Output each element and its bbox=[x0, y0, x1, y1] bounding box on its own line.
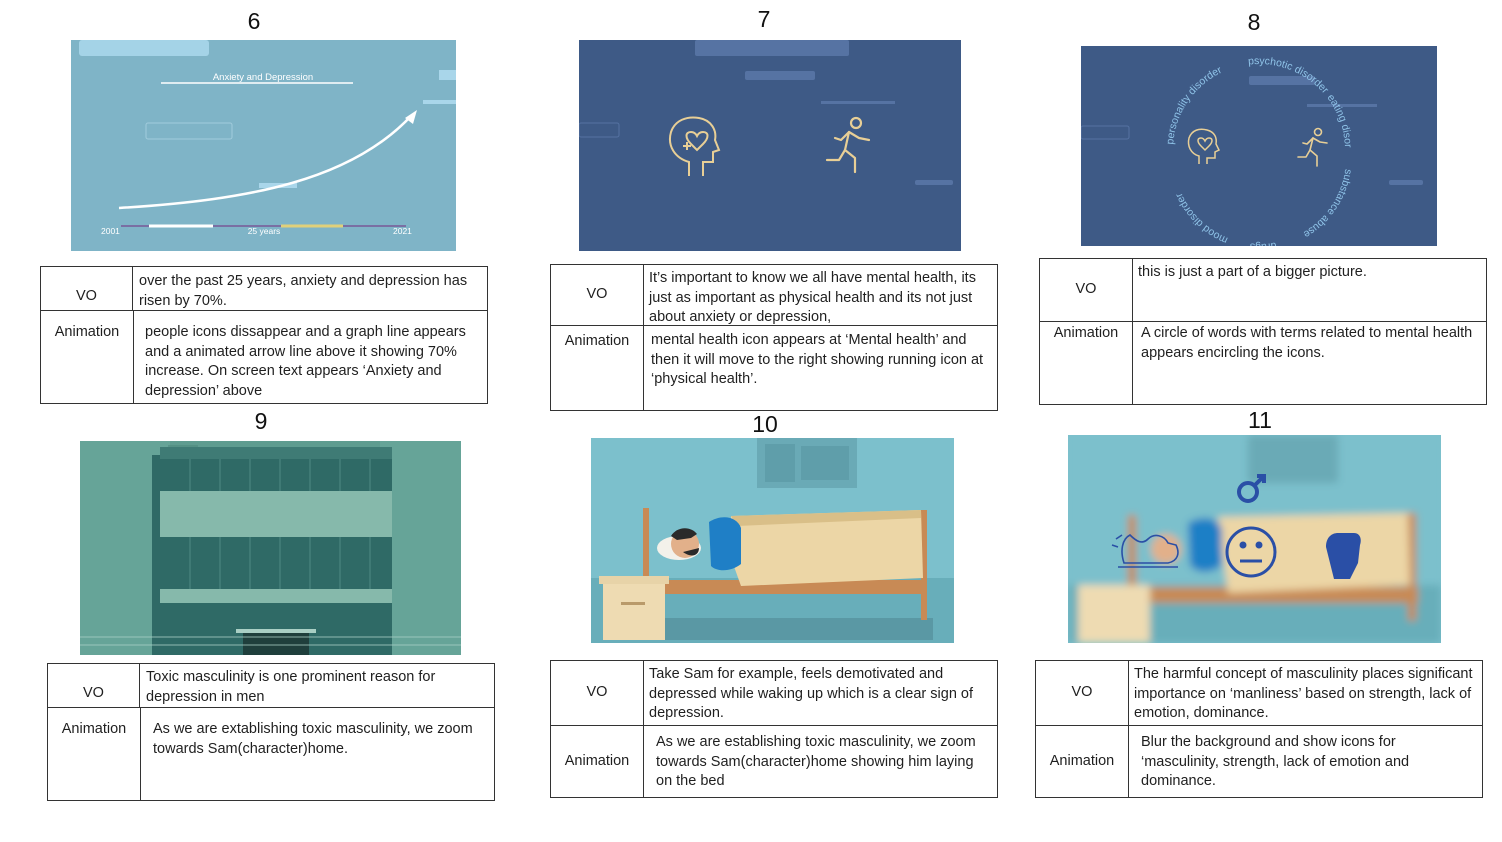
animation-label: Animation bbox=[41, 311, 134, 403]
frame-9-building bbox=[80, 441, 461, 655]
frame-11-icons bbox=[1068, 435, 1441, 643]
vo-label: VO bbox=[1036, 661, 1129, 725]
script-table-7: VO It’s important to know we all have me… bbox=[550, 264, 998, 411]
vo-text: The harmful concept of masculinity place… bbox=[1134, 666, 1473, 721]
animation-text: As we are extablishing toxic masculinity… bbox=[153, 721, 473, 757]
animation-text: people icons dissappear and a graph line… bbox=[145, 324, 466, 399]
vo-label: VO bbox=[41, 267, 133, 310]
circle-word: mood disorder bbox=[1173, 191, 1230, 246]
vo-text: Take Sam for example, feels demotivated … bbox=[649, 666, 974, 721]
animation-text: Blur the background and show icons for ‘… bbox=[1141, 734, 1410, 789]
running-person-icon bbox=[1297, 127, 1328, 167]
frame-6-graph: Anxiety and Depression 2001 25 years 202… bbox=[71, 40, 456, 251]
animation-text: As we are establishing toxic masculinity… bbox=[656, 734, 976, 789]
animation-label: Animation bbox=[48, 708, 141, 800]
animation-text: A circle of words with terms related to … bbox=[1141, 325, 1473, 361]
circle-word: personality disorder bbox=[1164, 64, 1224, 145]
mental-health-icon bbox=[669, 116, 721, 176]
panel-number: 6 bbox=[247, 8, 261, 34]
vo-text: over the past 25 years, anxiety and depr… bbox=[139, 273, 468, 309]
script-table-6: VO over the past 25 years, anxiety and d… bbox=[40, 266, 488, 404]
axis-middle: 25 years bbox=[248, 226, 281, 236]
vo-label: VO bbox=[1040, 259, 1133, 321]
script-table-9: VO Toxic masculinity is one prominent re… bbox=[47, 663, 495, 801]
circle-word: substance abuse bbox=[1301, 168, 1354, 240]
vo-text: this is just a part of a bigger picture. bbox=[1138, 264, 1367, 280]
panel-number: 7 bbox=[757, 6, 771, 32]
circle-word: psychotic disorder bbox=[1248, 55, 1332, 96]
panel-number: 10 bbox=[752, 411, 778, 437]
running-person-icon bbox=[825, 116, 871, 174]
vo-label: VO bbox=[551, 661, 644, 725]
animation-label: Animation bbox=[1040, 322, 1133, 404]
axis-start: 2001 bbox=[101, 226, 120, 236]
flexing-arm-icon bbox=[1111, 534, 1179, 568]
raised-fist-icon bbox=[1326, 533, 1361, 579]
vo-label: VO bbox=[551, 265, 644, 325]
animation-label: Animation bbox=[551, 726, 644, 797]
panel-number: 11 bbox=[1248, 407, 1272, 433]
mental-health-icon bbox=[1187, 128, 1221, 164]
panel-number: 8 bbox=[1247, 9, 1261, 35]
circle-word: eating disorder bbox=[1081, 46, 1354, 148]
panel-number: 9 bbox=[254, 408, 268, 434]
animation-label: Animation bbox=[551, 326, 644, 410]
male-symbol-icon bbox=[1237, 474, 1266, 503]
script-table-10: VO Take Sam for example, feels demotivat… bbox=[550, 660, 998, 798]
axis-end: 2021 bbox=[393, 226, 412, 236]
frame-title: Anxiety and Depression bbox=[213, 72, 313, 83]
vo-text: Toxic masculinity is one prominent reaso… bbox=[146, 669, 436, 705]
animation-label: Animation bbox=[1036, 726, 1129, 797]
script-table-11: VO The harmful concept of masculinity pl… bbox=[1035, 660, 1483, 798]
vo-text: It’s important to know we all have menta… bbox=[649, 270, 976, 325]
circle-word: drugs bbox=[1249, 240, 1277, 246]
script-table-8: VO this is just a part of a bigger pictu… bbox=[1039, 258, 1487, 405]
neutral-face-icon bbox=[1225, 526, 1277, 578]
vo-label: VO bbox=[48, 664, 140, 707]
frame-8-word-circle: personality disorder psychotic disorder … bbox=[1081, 46, 1437, 246]
animation-text: mental health icon appears at ‘Mental he… bbox=[651, 332, 984, 387]
frame-10-bedroom bbox=[591, 438, 954, 643]
frame-7-icons bbox=[579, 40, 961, 251]
